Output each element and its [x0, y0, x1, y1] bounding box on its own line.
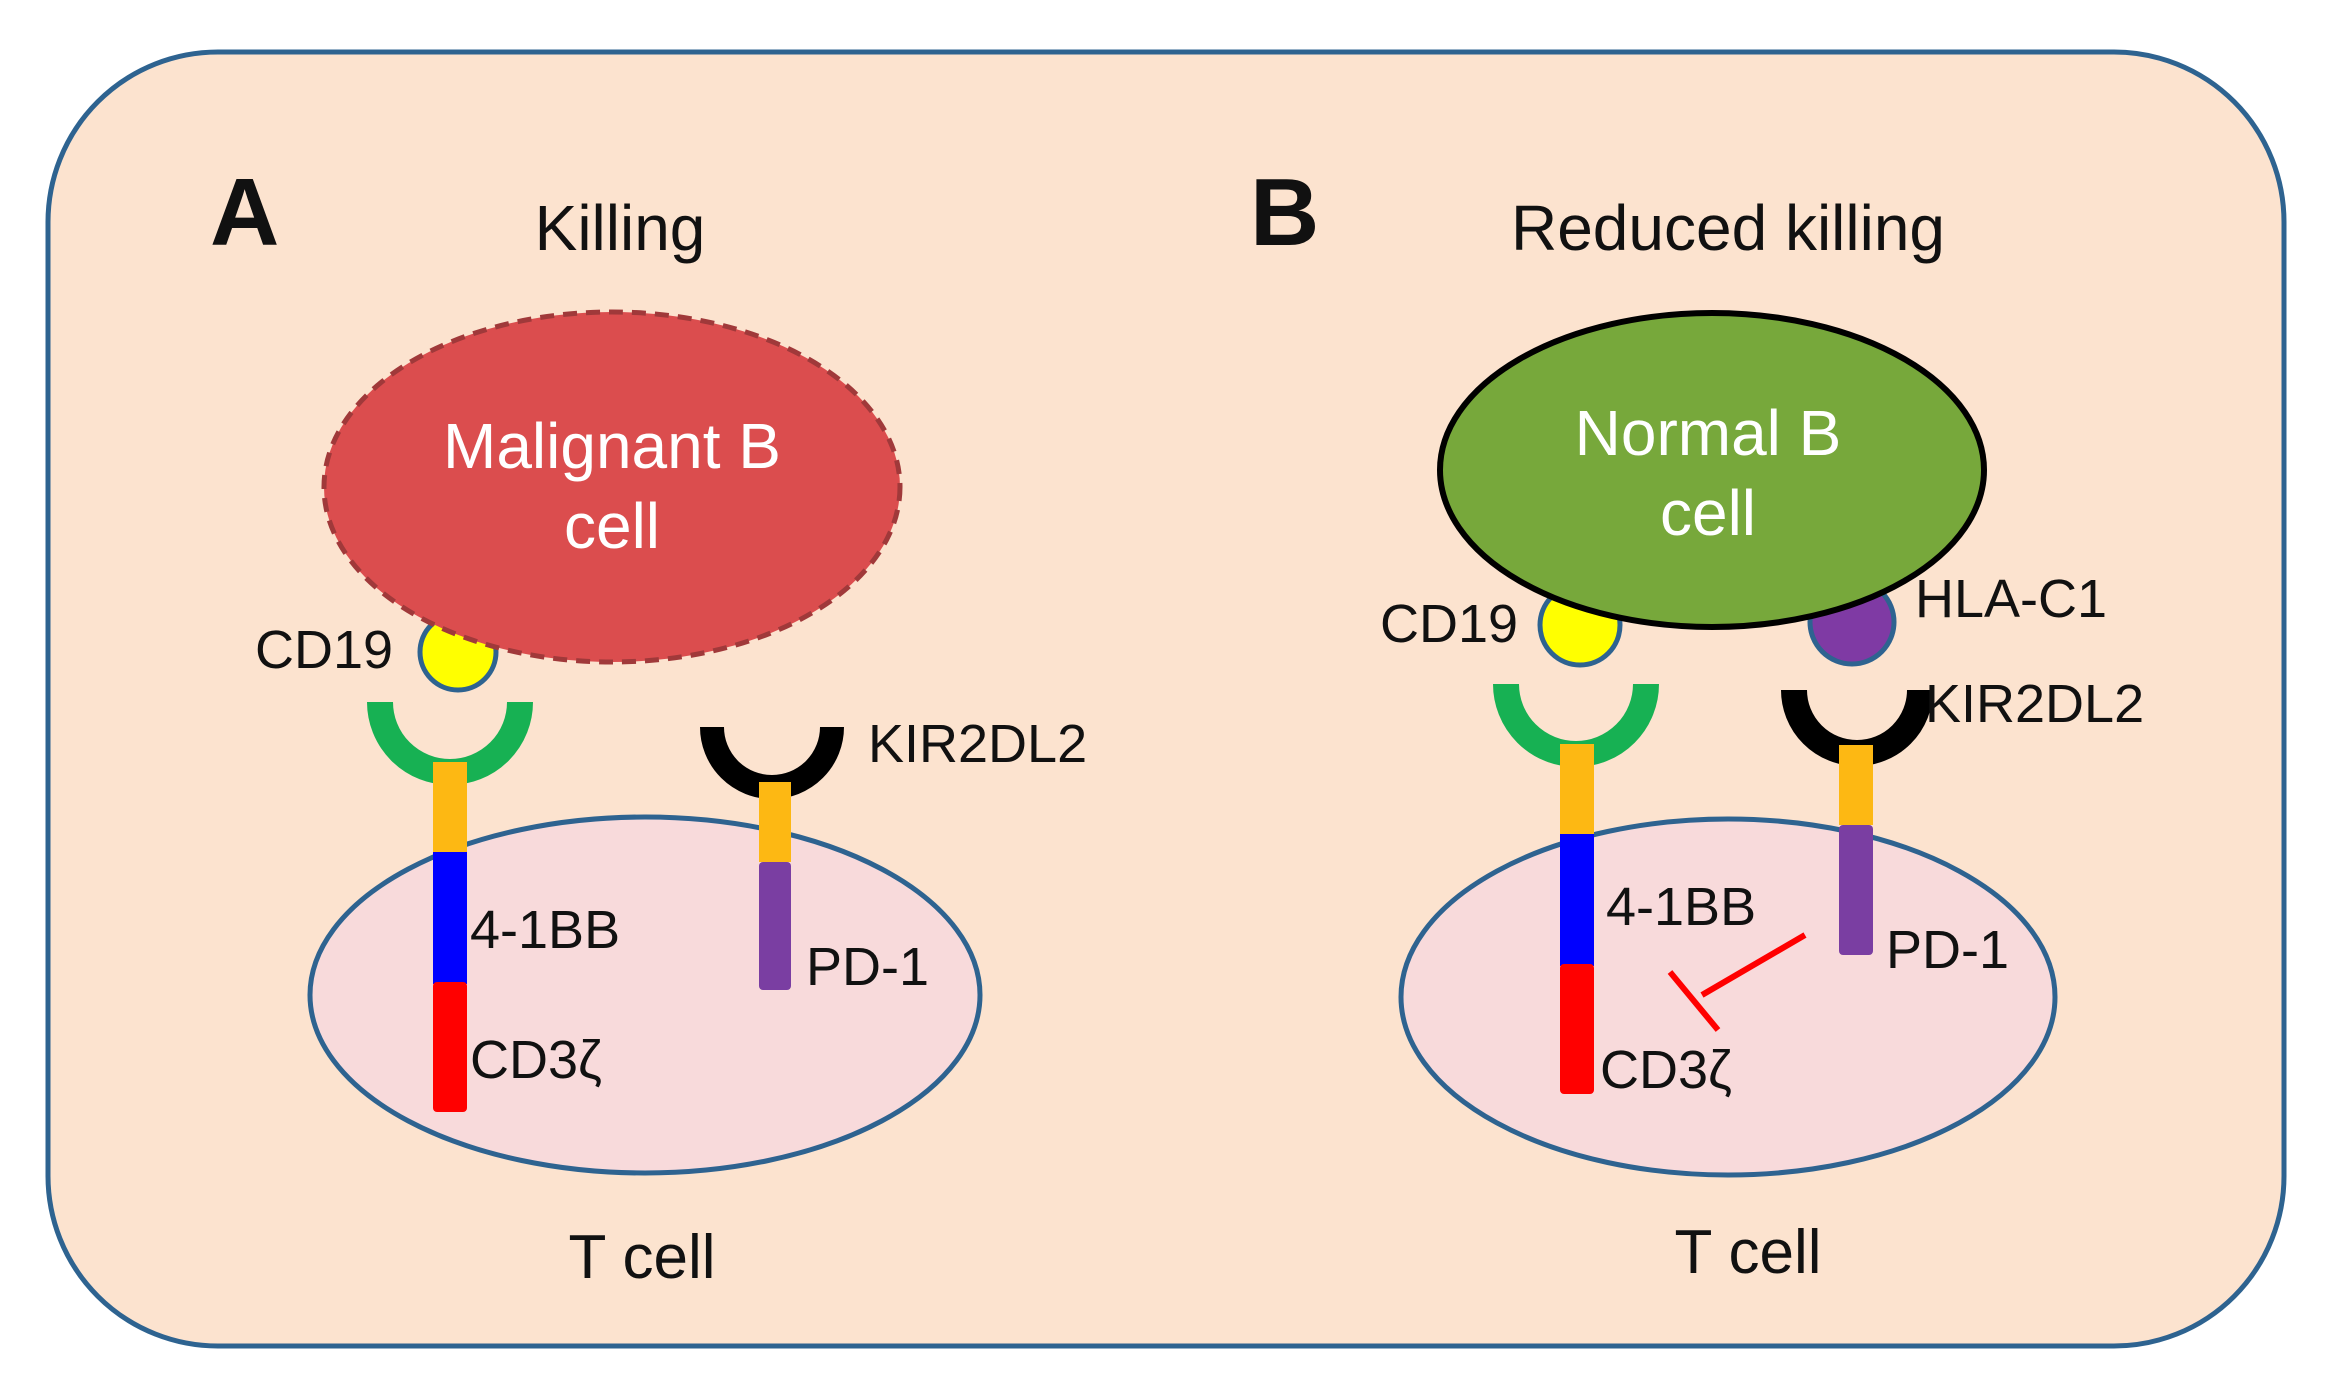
cd19-label-b: CD19 [1380, 594, 1518, 654]
inhibition-arrow-shaft [1700, 932, 1807, 998]
kir2dl2-label-b: KIR2DL2 [1925, 674, 2144, 734]
kir-hinge-a [759, 782, 791, 862]
hla-c1-label: HLA-C1 [1915, 569, 2107, 629]
panel-a: A Killing Malignant B cell CD19 4-1BB CD… [210, 159, 1087, 1292]
cd3z-label-b: CD3ζ [1600, 1040, 1732, 1100]
t-cell-label-a: T cell [568, 1223, 715, 1292]
normal-b-cell-label-line1: Normal B [1575, 397, 1842, 469]
cd19-label-a: CD19 [255, 620, 393, 680]
malignant-b-cell [324, 312, 900, 662]
normal-b-cell-label-line2: cell [1660, 477, 1756, 549]
t-cell-a [310, 817, 980, 1173]
malignant-b-cell-label-line1: Malignant B [443, 410, 781, 482]
panel-a-title: Killing [535, 192, 706, 264]
car-cd3z-domain-b [1560, 964, 1594, 1094]
car-4-1bb-domain-a [433, 852, 467, 984]
panel-a-letter: A [210, 159, 279, 266]
pd1-label-b: PD-1 [1886, 920, 2009, 980]
normal-b-cell [1437, 310, 1987, 630]
kir2dl2-label-a: KIR2DL2 [868, 714, 1087, 774]
background-panel-border [45, 49, 2287, 1349]
car-hinge-b [1560, 744, 1594, 836]
4-1bb-label-a: 4-1BB [470, 900, 620, 960]
car-4-1bb-domain-b [1560, 834, 1594, 966]
4-1bb-label-b: 4-1BB [1606, 877, 1756, 937]
pd1-label-a: PD-1 [806, 937, 929, 997]
car-hinge-a [433, 762, 467, 854]
malignant-b-cell-border [321, 309, 903, 665]
t-cell-a-border [307, 814, 983, 1176]
panel-b-title: Reduced killing [1511, 192, 1945, 264]
kir-hinge-b [1839, 745, 1873, 825]
malignant-b-cell-label-line2: cell [564, 490, 660, 562]
inhibition-arrow [1667, 932, 1807, 1032]
t-cell-label-b: T cell [1674, 1218, 1821, 1287]
panel-b: B Reduced killing Normal B cell CD19 HLA… [1250, 159, 2144, 1287]
pd1-domain-b [1839, 825, 1873, 955]
panel-b-letter: B [1250, 159, 1319, 266]
pd1-domain-a [759, 862, 791, 990]
t-cell-b-border [1398, 816, 2058, 1178]
inhibition-arrow-bar [1667, 970, 1721, 1032]
car-cd3z-domain-a [433, 982, 467, 1112]
cd3z-label-a: CD3ζ [470, 1030, 602, 1090]
